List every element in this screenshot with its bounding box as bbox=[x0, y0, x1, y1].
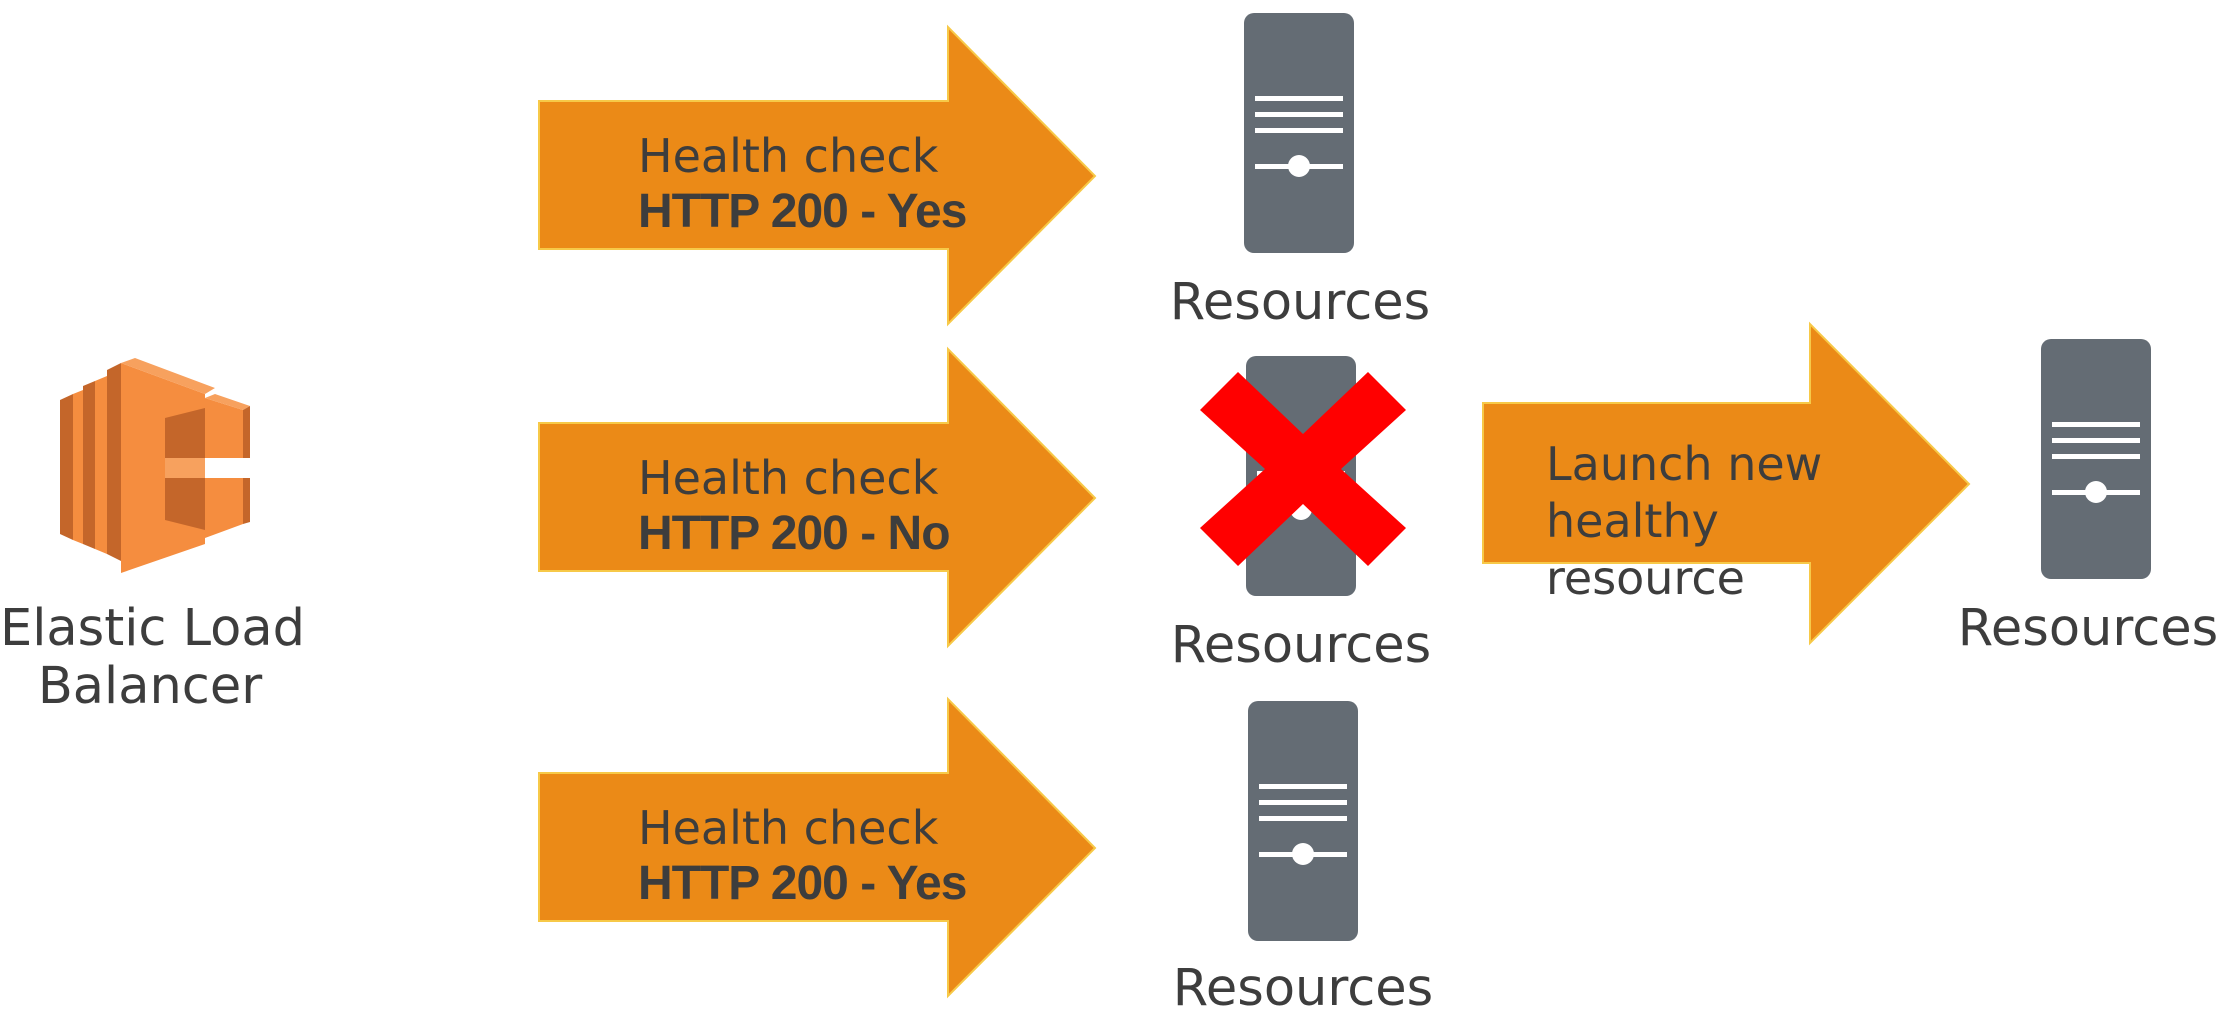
launch-text-line3: resource bbox=[1546, 551, 1745, 605]
health-check-title-1: Health check bbox=[638, 129, 939, 183]
load-balancer-label-line1: Elastic Load bbox=[0, 599, 305, 658]
launch-text-line1: Launch new bbox=[1546, 437, 1823, 491]
server-icon bbox=[1244, 13, 1354, 253]
server-icon bbox=[1248, 701, 1358, 941]
launch-text-line2: healthy bbox=[1546, 494, 1719, 548]
server-icon bbox=[2041, 339, 2151, 579]
health-check-title-2: Health check bbox=[638, 451, 939, 505]
resource-label-1: Resources bbox=[1169, 273, 1431, 332]
red-x-icon bbox=[1200, 372, 1406, 566]
load-balancer-label-line2: Balancer bbox=[37, 657, 263, 716]
load-balancer-label: Elastic Load Balancer bbox=[0, 599, 305, 716]
health-check-status-1: HTTP 200 - Yes bbox=[638, 185, 967, 238]
health-check-text-2: Health check HTTP 200 - No bbox=[638, 450, 951, 562]
health-check-status-2: HTTP 200 - No bbox=[638, 507, 951, 560]
health-check-text-1: Health check HTTP 200 - Yes bbox=[638, 128, 967, 240]
launch-arrow bbox=[1482, 321, 1971, 646]
resource-label-2: Resources bbox=[1170, 616, 1432, 675]
health-check-text-3: Health check HTTP 200 - Yes bbox=[638, 800, 967, 912]
health-check-title-3: Health check bbox=[638, 801, 939, 855]
new-resource-label: Resources bbox=[1957, 599, 2219, 658]
health-check-arrow-3 bbox=[538, 696, 1097, 999]
resource-label-3: Resources bbox=[1172, 959, 1434, 1018]
health-check-status-3: HTTP 200 - Yes bbox=[638, 857, 967, 910]
launch-text: Launch new healthy resource bbox=[1546, 436, 1822, 607]
elastic-load-balancer-icon bbox=[60, 358, 250, 573]
health-check-arrow-2 bbox=[538, 346, 1097, 649]
health-check-arrow-1 bbox=[538, 24, 1097, 327]
